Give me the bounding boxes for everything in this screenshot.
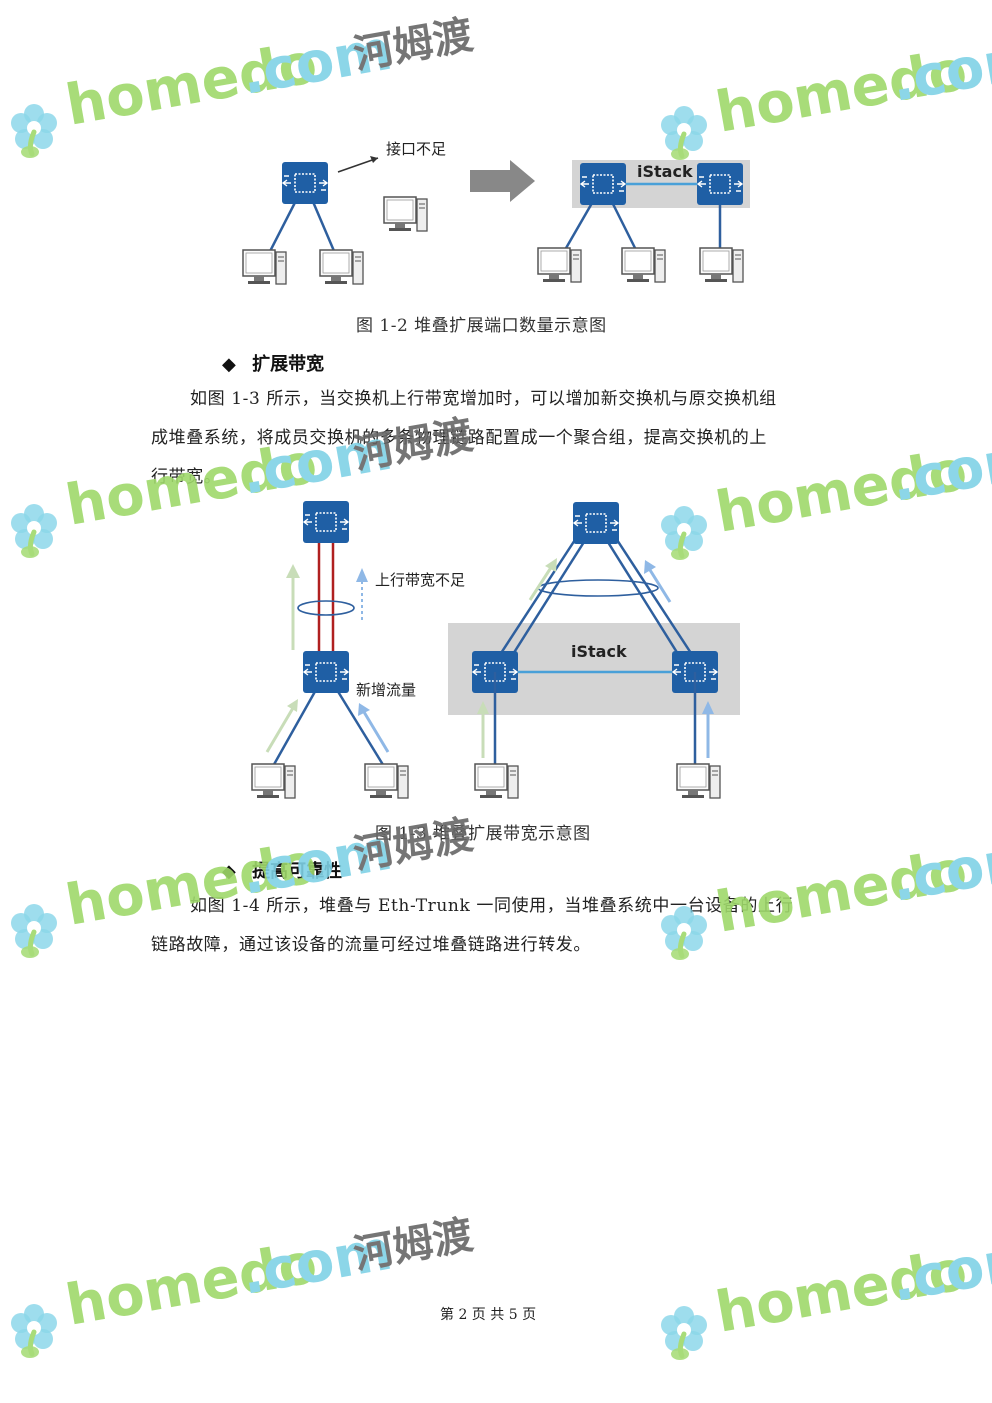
page-number-footer: 第 2 页 共 5 页	[440, 1307, 537, 1323]
section-title: 提高可靠性	[252, 861, 343, 882]
watermark-brand: homedo	[61, 31, 322, 139]
switch-icon	[302, 650, 350, 694]
paragraph-line: 行带宽。	[151, 467, 222, 487]
flower-logo-icon	[661, 1306, 707, 1360]
pc-icon	[383, 196, 428, 232]
pc-icon	[364, 763, 409, 799]
flower-logo-icon	[11, 104, 57, 158]
watermark-brand: homedo	[711, 1238, 972, 1346]
flower-logo-icon	[11, 904, 57, 958]
label-istack: iStack	[571, 642, 627, 661]
arrow-right-icon	[470, 170, 518, 192]
pc-icon	[319, 249, 364, 285]
label-insufficient-ports: 接口不足	[386, 140, 446, 158]
switch-icon	[281, 161, 329, 205]
pc-icon	[474, 763, 519, 799]
watermark-brand: homedo	[61, 1231, 322, 1339]
flower-logo-icon	[11, 504, 57, 558]
figure-caption: 图 1-3 堆叠扩展带宽示意图	[375, 824, 591, 844]
flower-logo-icon	[11, 1304, 57, 1358]
figure-caption: 图 1-2 堆叠扩展端口数量示意图	[356, 316, 607, 336]
section-title: 扩展带宽	[252, 354, 325, 375]
watermark-domain: .com	[886, 825, 992, 915]
switch-icon	[302, 500, 350, 544]
label-new-traffic: 新增流量	[356, 681, 416, 699]
pc-icon	[621, 247, 666, 283]
paragraph-line: 如图 1-4 所示，堆叠与 Eth-Trunk 一同使用，当堆叠系统中一台设备的…	[190, 896, 794, 916]
section-heading: ◆ 提高可靠性	[222, 857, 342, 883]
watermark-domain: .com	[236, 18, 396, 108]
paragraph-line: 如图 1-3 所示，当交换机上行带宽增加时，可以增加新交换机与原交换机组	[190, 389, 777, 409]
watermark-domain: .com	[236, 1218, 396, 1308]
pc-icon	[537, 247, 582, 283]
pc-icon	[242, 249, 287, 285]
label-istack: iStack	[637, 162, 693, 181]
pc-icon	[699, 247, 744, 283]
watermark-domain: .com	[886, 1225, 992, 1315]
paragraph-line: 链路故障，通过该设备的流量可经过堆叠链路进行转发。	[151, 935, 591, 955]
watermark-cn: 河姆渡	[350, 1212, 476, 1278]
paragraph-line: 成堆叠系统，将成员交换机的多条物理链路配置成一个聚合组，提高交换机的上	[151, 428, 767, 448]
figure-stack-ports-diagram: 接口不足 iStack	[242, 140, 750, 285]
pc-icon	[676, 763, 721, 799]
figure-stack-bandwidth-diagram: 上行带宽不足 新增流量 iStack	[251, 500, 740, 799]
label-uplink-insufficient: 上行带宽不足	[375, 571, 465, 589]
pc-icon	[251, 763, 296, 799]
watermark-domain: .com	[886, 425, 992, 515]
bullet-icon: ◆	[222, 861, 236, 882]
bullet-icon: ◆	[222, 354, 236, 375]
switch-icon	[696, 162, 744, 206]
switch-icon	[572, 501, 620, 545]
section-heading: ◆ 扩展带宽	[222, 350, 324, 376]
watermark-domain: .com	[886, 25, 992, 115]
switch-icon	[579, 162, 627, 206]
watermark-cn: 河姆渡	[350, 12, 476, 78]
